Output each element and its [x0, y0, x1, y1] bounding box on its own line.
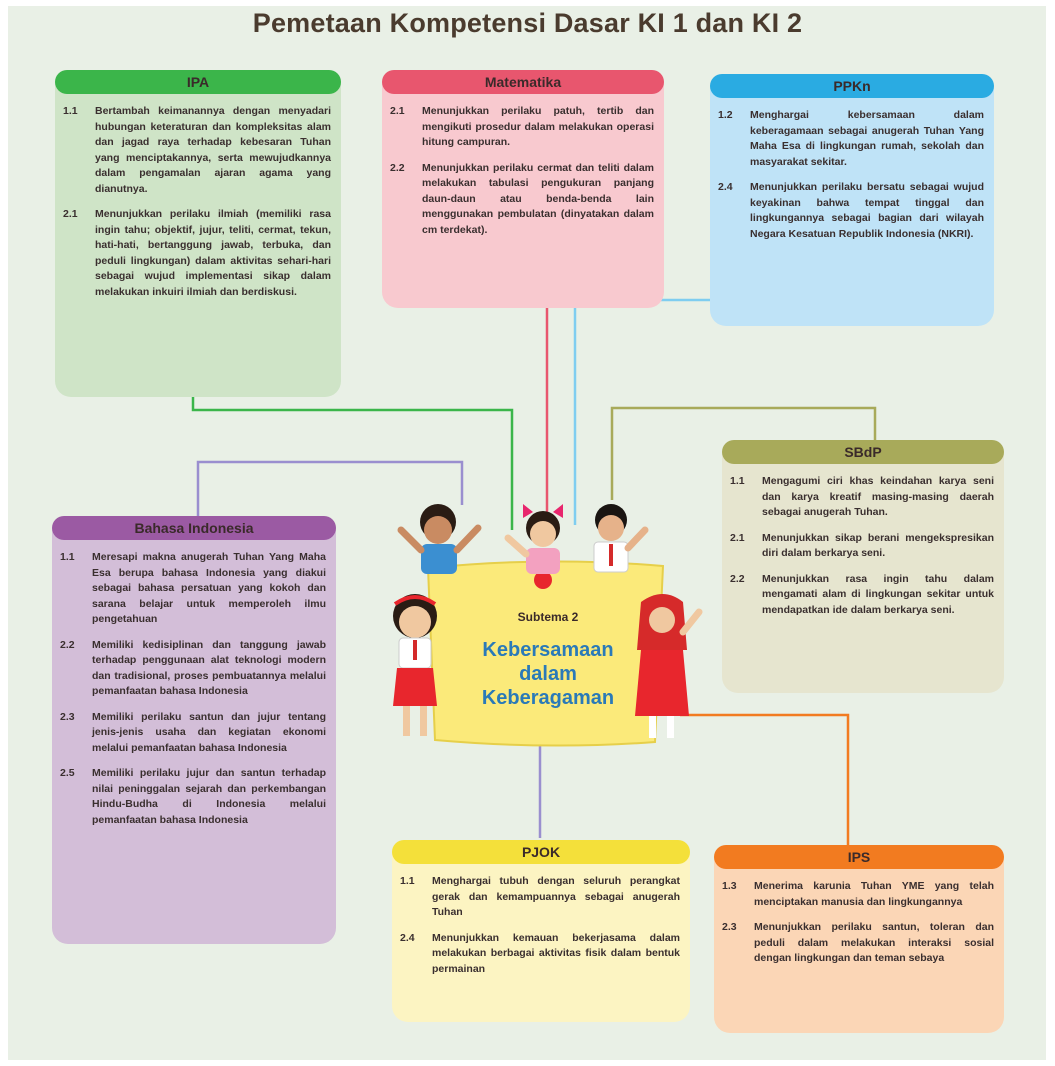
pjok-box: PJOK 1.1 Menghargai tubuh dengan seluruh …: [392, 840, 690, 1022]
competency-number: 2.2: [730, 572, 745, 585]
competency-number: 1.2: [718, 109, 733, 121]
ipa-header: IPA: [55, 70, 341, 94]
competency-number: 1.3: [722, 880, 737, 892]
ips-connector: [680, 713, 850, 845]
competency-item: 2.1 Menunjukkan sikap berani mengekspresi…: [730, 531, 994, 562]
competency-item: 2.4 Menunjukkan kemauan bekerjasama dalam…: [400, 931, 680, 978]
pjok-header: PJOK: [392, 840, 690, 864]
ppkn-items: 1.2 Menghargai kebersamaan dalam keberaga…: [718, 108, 984, 252]
competency-number: 2.1: [390, 105, 405, 117]
competency-item: 2.2 Memiliki kedisiplinan dan tanggung ja…: [60, 638, 326, 700]
subtheme-label: Subtema 2: [517, 610, 579, 624]
matematika-box: Matematika 2.1 Menunjukkan perilaku patuh…: [382, 70, 664, 308]
page-title: Pemetaan Kompetensi Dasar KI 1 dan KI 2: [252, 8, 803, 38]
competency-item: 2.4 Menunjukkan perilaku bersatu sebagai …: [718, 180, 984, 242]
competency-text: Bertambah keimanannya dengan menyadari h…: [95, 105, 331, 195]
competency-number: 1.1: [63, 105, 78, 117]
competency-item: 2.1 Menunjukkan perilaku ilmiah (memiliki…: [63, 207, 331, 300]
pjok-items: 1.1 Menghargai tubuh dengan seluruh peran…: [400, 874, 680, 987]
matematika-items: 2.1 Menunjukkan perilaku patuh, tertib da…: [390, 104, 654, 248]
bahasa-header: Bahasa Indonesia: [52, 516, 336, 540]
competency-item: 2.2 Menunjukkan perilaku cermat dan telit…: [390, 161, 654, 239]
ppkn-connector: [573, 298, 710, 525]
competency-number: 1.1: [400, 875, 415, 887]
competency-number: 2.2: [390, 161, 405, 174]
competency-number: 1.1: [730, 475, 745, 487]
competency-text: Memiliki kedisiplinan dan tanggung jawab…: [92, 638, 326, 698]
sbdp-connector: [610, 406, 877, 500]
children-banner-illustration: [393, 504, 703, 747]
ipa-connector: [191, 395, 514, 530]
competency-number: 2.5: [60, 767, 75, 779]
competency-number: 2.2: [60, 638, 75, 651]
subtheme-illustration: Subtema 2 Kebersamaan dalam Keberagaman: [383, 500, 713, 750]
competency-text: Menunjukkan perilaku santun, toleran dan…: [754, 921, 994, 964]
ipa-items: 1.1 Bertambah keimanannya dengan menyadar…: [63, 104, 331, 310]
competency-text: Menunjukkan perilaku cermat dan teliti d…: [422, 161, 654, 236]
competency-item: 2.2 Menunjukkan rasa ingin tahu dalam men…: [730, 572, 994, 619]
bahasa-connector: [196, 460, 464, 518]
competency-number: 1.1: [60, 551, 75, 563]
competency-item: 2.3 Memiliki perilaku santun dan jujur te…: [60, 710, 326, 757]
competency-text: Menghargai tubuh dengan seluruh perangka…: [432, 875, 680, 918]
competency-number: 2.4: [400, 931, 415, 944]
ipa-box: IPA 1.1 Bertambah keimanannya dengan meny…: [55, 70, 341, 397]
ips-header: IPS: [714, 845, 1004, 869]
competency-item: 1.1 Bertambah keimanannya dengan menyadar…: [63, 104, 331, 197]
competency-item: 1.2 Menghargai kebersamaan dalam keberaga…: [718, 108, 984, 170]
competency-text: Menunjukkan perilaku patuh, tertib dan m…: [422, 105, 654, 148]
subtheme-title-line3: Keberagaman: [481, 687, 615, 709]
competency-text: Menunjukkan sikap berani mengekspresikan…: [762, 531, 994, 560]
competency-text: Menunjukkan rasa ingin tahu dalam mengam…: [762, 572, 994, 616]
competency-text: Menunjukkan perilaku ilmiah (memiliki ra…: [95, 208, 331, 298]
subtheme-title: Kebersamaan dalam Keberagaman: [443, 638, 653, 710]
ppkn-box: PPKn 1.2 Menghargai kebersamaan dalam keb…: [710, 74, 994, 326]
subtheme-title-line1: Kebersamaan: [482, 639, 614, 661]
sbdp-box: SBdP 1.1 Mengagumi ciri khas keindahan ka…: [722, 440, 1004, 693]
competency-text: Memiliki perilaku santun dan jujur tenta…: [92, 710, 326, 754]
competency-item: 2.5 Memiliki perilaku jujur dan santun te…: [60, 766, 326, 828]
bahasa-box: Bahasa Indonesia 1.1 Meresapi makna anuge…: [52, 516, 336, 944]
matematika-header: Matematika: [382, 70, 664, 94]
bahasa-items: 1.1 Meresapi makna anugerah Tuhan Yang Ma…: [60, 550, 326, 838]
sbdp-header: SBdP: [722, 440, 1004, 464]
competency-item: 2.1 Menunjukkan perilaku patuh, tertib da…: [390, 104, 654, 151]
competency-number: 2.3: [60, 710, 75, 723]
ppkn-header: PPKn: [710, 74, 994, 98]
competency-text: Menghargai kebersamaan dalam keberagamaa…: [750, 109, 984, 168]
competency-text: Menunjukkan perilaku bersatu sebagai wuj…: [750, 181, 984, 240]
subtheme-title-line2: dalam: [519, 663, 577, 685]
competency-number: 2.3: [722, 921, 737, 933]
competency-text: Mengagumi ciri khas keindahan karya seni…: [762, 475, 994, 518]
competency-text: Memiliki perilaku jujur dan santun terha…: [92, 767, 326, 826]
competency-item: 1.1 Menghargai tubuh dengan seluruh peran…: [400, 874, 680, 921]
competency-item: 1.1 Mengagumi ciri khas keindahan karya s…: [730, 474, 994, 521]
competency-number: 2.4: [718, 181, 733, 193]
competency-text: Meresapi makna anugerah Tuhan Yang Maha …: [92, 551, 326, 625]
competency-number: 2.1: [730, 531, 745, 544]
competency-text: Menunjukkan kemauan bekerjasama dalam me…: [432, 931, 680, 975]
competency-number: 2.1: [63, 208, 78, 220]
sbdp-items: 1.1 Mengagumi ciri khas keindahan karya s…: [730, 474, 994, 628]
competency-item: 1.3 Menerima karunia Tuhan YME yang telah…: [722, 879, 994, 910]
competency-item: 1.1 Meresapi makna anugerah Tuhan Yang Ma…: [60, 550, 326, 628]
competency-text: Menerima karunia Tuhan YME yang telah me…: [754, 880, 994, 908]
ips-items: 1.3 Menerima karunia Tuhan YME yang telah…: [722, 879, 994, 977]
competency-item: 2.3 Menunjukkan perilaku santun, toleran …: [722, 920, 994, 967]
ips-box: IPS 1.3 Menerima karunia Tuhan YME yang t…: [714, 845, 1004, 1033]
